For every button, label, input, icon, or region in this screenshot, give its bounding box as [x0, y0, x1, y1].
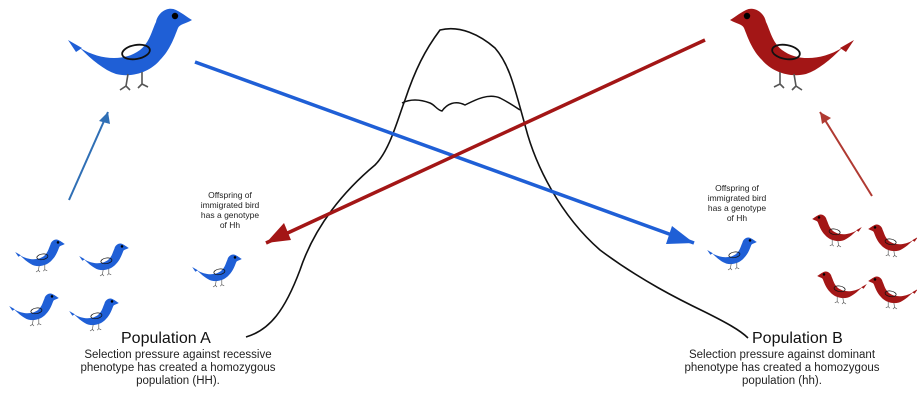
note-right-line-4: of Hh — [726, 213, 748, 223]
mountain-snowline — [401, 95, 521, 112]
offspring-bird-left — [191, 254, 243, 288]
population-b-title: Population B — [752, 330, 843, 347]
population-b-desc-line-2: phenotype has created a homozygous — [684, 362, 880, 374]
population-a-desc-line-3: population (HH). — [136, 375, 220, 387]
large-blue-bird — [67, 7, 193, 91]
red-selection-arrowhead — [820, 112, 831, 124]
note-right-line-3: has a genotype — [707, 203, 767, 213]
offspring-note-left: Offspring of immigrated bird has a genot… — [170, 190, 290, 230]
note-left-line-4: of Hh — [219, 220, 241, 230]
red-selection-arrow — [819, 111, 873, 197]
blue-selection-arrow — [68, 111, 109, 201]
offspring-note-right: Offspring of immigrated bird has a genot… — [677, 183, 797, 223]
blue-migration-arrowhead — [666, 226, 694, 244]
population-b-description: Selection pressure against dominant phen… — [652, 349, 912, 388]
note-right-line-2: immigrated bird — [707, 193, 767, 203]
pop-a-bird-2 — [78, 243, 130, 277]
blue-migration-arrow — [194, 60, 695, 245]
note-left-line-1: Offspring of — [208, 190, 252, 200]
population-b-desc-line-1: Selection pressure against dominant — [688, 349, 876, 361]
blue-selection-arrowhead — [99, 112, 110, 124]
population-a-desc-line-2: phenotype has created a homozygous — [80, 362, 276, 374]
pop-a-bird-4 — [68, 298, 120, 332]
mountain-outline — [245, 28, 749, 339]
offspring-bird-right — [706, 237, 758, 271]
large-red-bird — [729, 7, 855, 91]
population-a-title: Population A — [121, 330, 211, 347]
red-migration-arrowhead — [266, 223, 291, 243]
pop-b-bird-1 — [811, 214, 863, 248]
pop-b-bird-4 — [867, 276, 917, 310]
population-a-desc-line-1: Selection pressure against recessive — [84, 349, 272, 361]
note-left-line-3: has a genotype — [200, 210, 260, 220]
note-left-line-2: immigrated bird — [200, 200, 260, 210]
population-a-description: Selection pressure against recessive phe… — [48, 349, 308, 388]
pop-b-bird-2 — [867, 224, 917, 258]
pop-a-bird-3 — [8, 293, 60, 327]
pop-a-bird-1 — [14, 239, 66, 273]
population-b-desc-line-3: population (hh). — [742, 375, 822, 387]
red-migration-arrow — [265, 38, 706, 245]
pop-b-bird-3 — [816, 271, 868, 305]
note-right-line-1: Offspring of — [715, 183, 759, 193]
